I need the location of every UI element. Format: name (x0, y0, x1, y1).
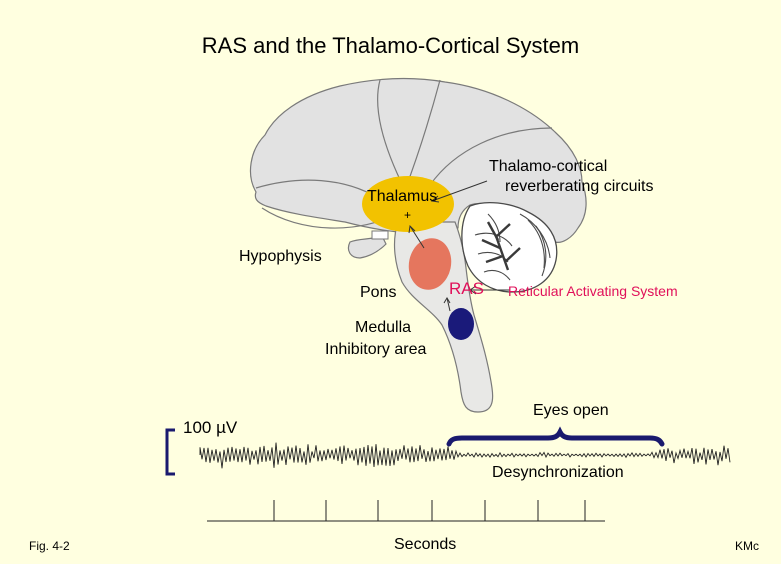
scale-bracket (165, 428, 175, 476)
hypophysis-shape (347, 235, 387, 259)
thalamo-cortical-label: Thalamo-cortical (489, 158, 608, 175)
inhibitory-area-label: Inhibitory area (325, 341, 427, 358)
medulla-nucleus (448, 308, 474, 340)
hypophysis-label: Hypophysis (239, 248, 322, 265)
cerebrum (249, 77, 587, 243)
pons-label: Pons (360, 284, 397, 301)
medulla-label: Medulla (355, 319, 412, 336)
page-title: RAS and the Thalamo-Cortical System (201, 33, 580, 58)
seconds-label: Seconds (394, 536, 457, 553)
eyes-open-brace (446, 426, 665, 447)
desynchronization-label: Desynchronization (492, 464, 624, 481)
time-axis (207, 500, 605, 522)
figure-number: Fig. 4-2 (29, 539, 70, 553)
eeg-trace (199, 442, 731, 469)
author-credit: KMc (735, 539, 759, 553)
thalamus-plus: + (404, 208, 411, 222)
ras-full-label: Reticular Activating System (508, 283, 678, 299)
eyes-open-label: Eyes open (533, 402, 609, 419)
ras-label: RAS (449, 279, 484, 298)
hypophysis-stalk (371, 230, 389, 240)
thalamus-label: Thalamus (367, 188, 438, 205)
ras-nucleus (408, 238, 452, 290)
thalamus-shape (362, 176, 454, 232)
scale-label: 100 µV (183, 418, 238, 437)
pathway-arrows (408, 180, 510, 312)
reverberating-circuits-label: reverberating circuits (505, 178, 654, 195)
cerebellum (461, 201, 558, 293)
